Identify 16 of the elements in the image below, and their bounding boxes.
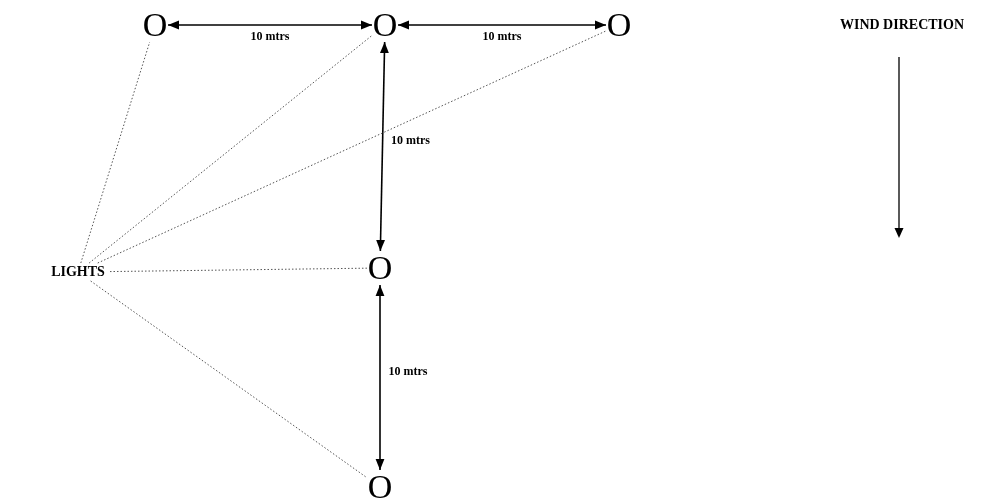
- point-marker: O: [367, 251, 393, 285]
- dotted-line: [109, 267, 368, 273]
- point-marker: O: [367, 470, 393, 502]
- double-arrow: [375, 284, 385, 471]
- text-label: LIGHTS: [46, 263, 110, 281]
- text-label: WIND DIRECTION: [798, 16, 1006, 34]
- point-marker: O: [606, 8, 632, 42]
- dotted-line: [90, 280, 368, 479]
- point-marker: O: [142, 8, 168, 42]
- double-arrow: [167, 20, 373, 30]
- dotted-line: [80, 41, 151, 264]
- double-arrow: [397, 20, 607, 30]
- dotted-line: [88, 34, 373, 264]
- point-marker: O: [372, 8, 398, 42]
- double-arrow: [376, 41, 389, 252]
- dotted-line: [97, 30, 607, 264]
